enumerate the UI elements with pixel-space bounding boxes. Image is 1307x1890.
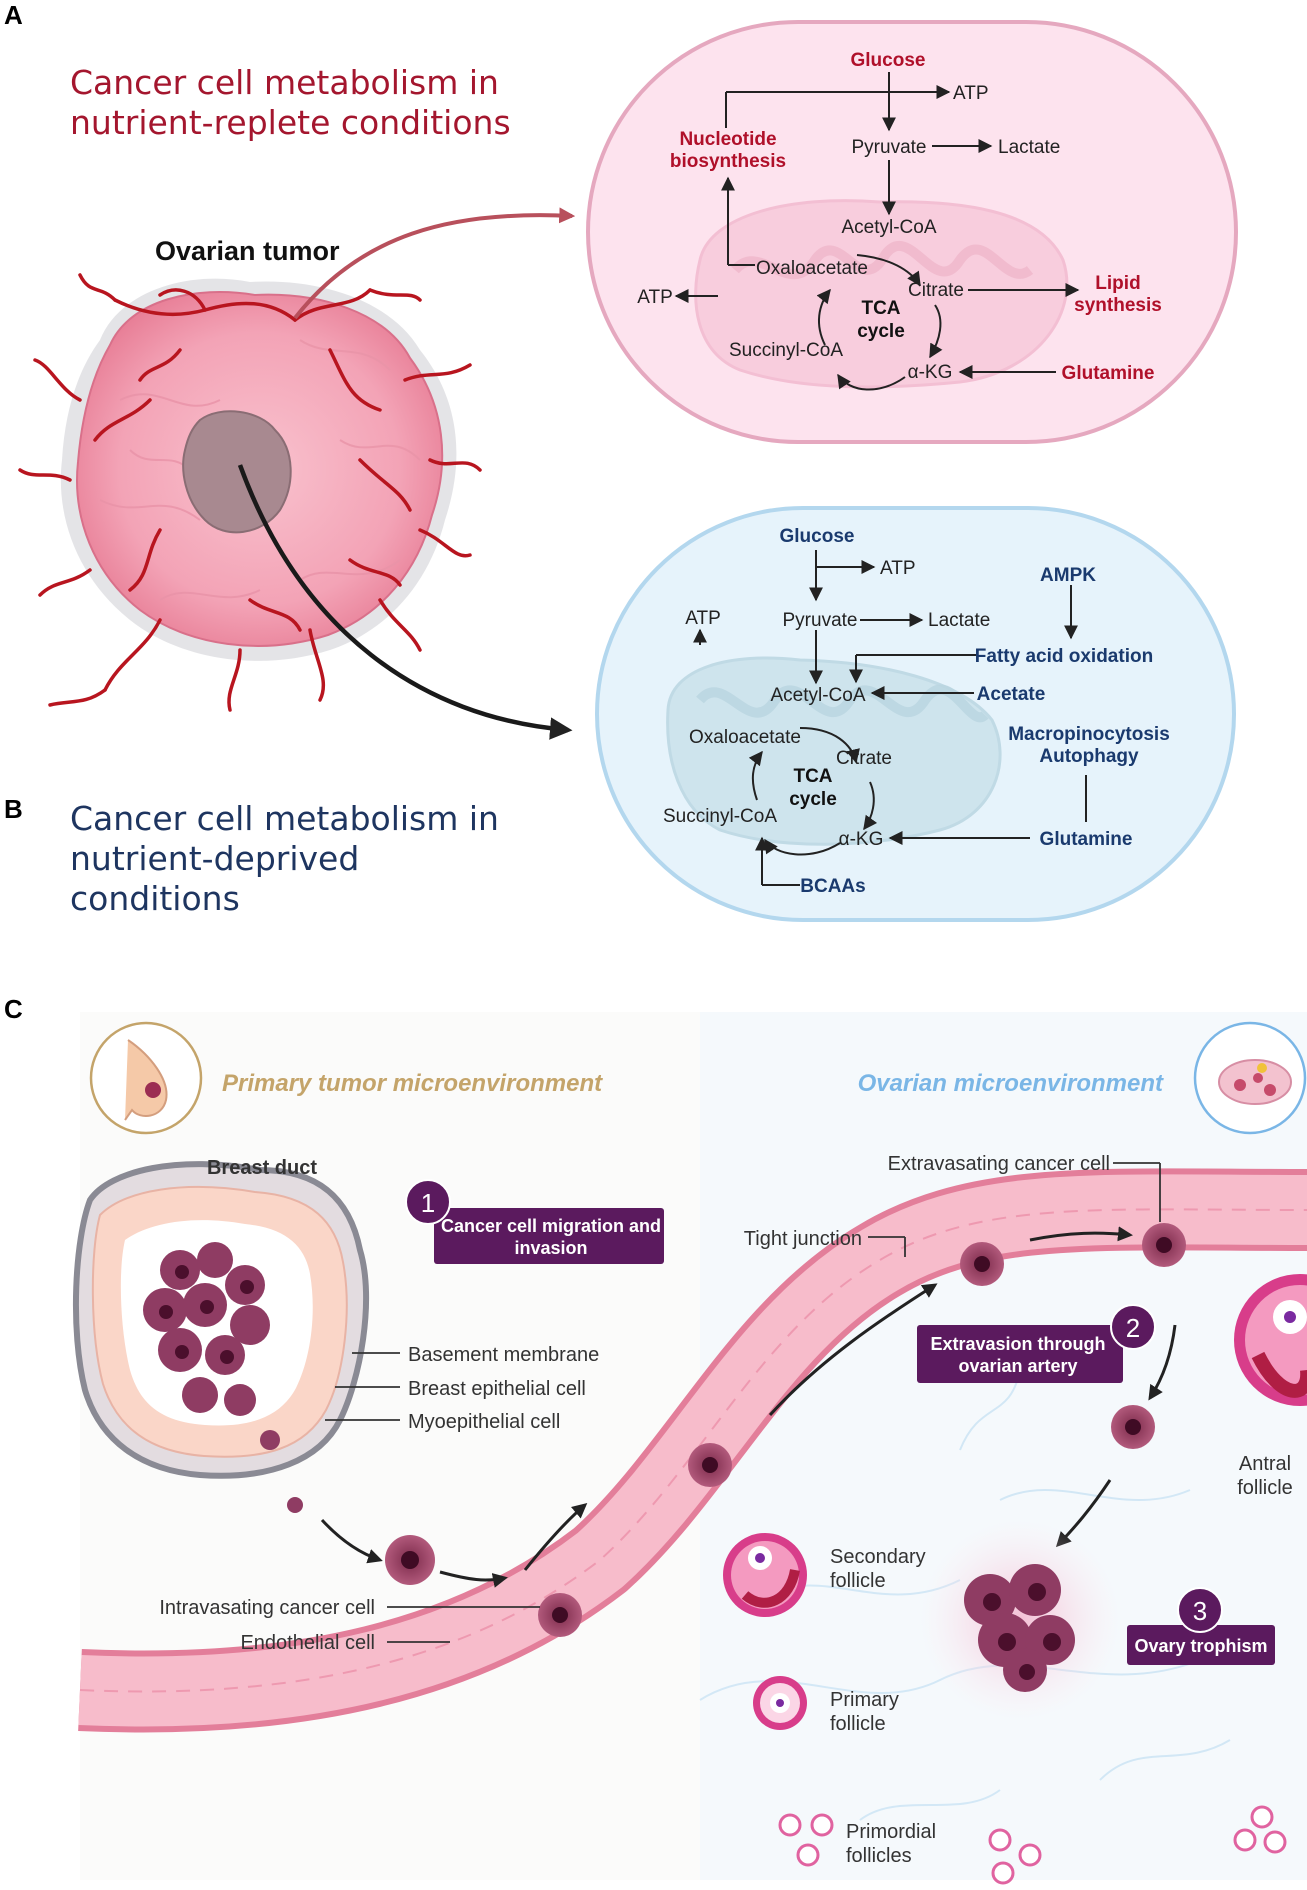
deprived-atp-top: ATP — [880, 558, 916, 579]
basement-membrane-label: Basement membrane — [408, 1344, 599, 1366]
primordial-follicles-line2: follicles — [846, 1845, 912, 1867]
replete-citrate: Citrate — [908, 280, 964, 301]
circulating-cancer-cells — [385, 1223, 1186, 1637]
primordial-follicles-line1: Primordial — [846, 1821, 936, 1843]
deprived-tca-line1: TCA — [793, 766, 832, 787]
replete-akg: α-KG — [908, 362, 953, 383]
ovarian-tumor-illustration — [18, 207, 576, 740]
panel-label-b: B — [4, 794, 23, 824]
panel-c-illustration: Primary tumor microenvironment Ovarian m… — [72, 1012, 1307, 1885]
deprived-succinyl-coa: Succinyl-CoA — [663, 806, 777, 827]
secondary-follicle — [723, 1533, 807, 1617]
panel-label-c: C — [4, 994, 23, 1024]
title-deprived-line2: nutrient-deprived — [70, 839, 359, 878]
mitochondrion-replete — [694, 199, 1069, 389]
deprived-autophagy: Autophagy — [1039, 746, 1139, 767]
step-1-number: 1 — [421, 1188, 435, 1218]
step-3-number: 3 — [1193, 1596, 1207, 1626]
step-1-line2: invasion — [514, 1238, 587, 1258]
ovarian-tumor-label: Ovarian tumor — [155, 236, 340, 266]
deprived-glutamine: Glutamine — [1040, 829, 1133, 850]
deprived-atp-left: ATP — [685, 608, 721, 629]
ovary-icon — [1193, 1021, 1307, 1135]
step-2-line1: Extravasion through — [930, 1334, 1105, 1354]
replete-atp-left: ATP — [637, 287, 673, 308]
deprived-acetate: Acetate — [977, 684, 1046, 705]
replete-glutamine: Glutamine — [1062, 363, 1155, 384]
step-badge-1: 1 Cancer cell migration and invasion — [405, 1179, 664, 1264]
replete-cell: Glucose ATP Nucleotide biosynthesis Pyru… — [586, 20, 1238, 444]
breast-icon — [89, 1021, 203, 1135]
step-2-number: 2 — [1126, 1313, 1140, 1343]
deprived-bcaas: BCAAs — [800, 876, 865, 897]
replete-lactate: Lactate — [998, 137, 1060, 158]
step-badge-2: 2 Extravasion through ovarian artery — [917, 1304, 1156, 1383]
secondary-follicle-line1: Secondary — [830, 1546, 926, 1568]
title-replete-line2: nutrient-replete conditions — [70, 103, 511, 142]
title-deprived-line1: Cancer cell metabolism in — [70, 799, 499, 838]
replete-atp-top: ATP — [953, 83, 989, 104]
deprived-tca-line2: cycle — [789, 789, 837, 810]
replete-acetyl-coa: Acetyl-CoA — [841, 217, 936, 238]
intravasating-label: Intravasating cancer cell — [159, 1597, 375, 1619]
deprived-pyruvate: Pyruvate — [783, 610, 858, 631]
step-1-line1: Cancer cell migration and — [441, 1216, 661, 1236]
primary-follicle — [753, 1676, 807, 1730]
deprived-oxaloacetate: Oxaloacetate — [689, 727, 801, 748]
deprived-glucose: Glucose — [780, 526, 855, 547]
mitochondrion-deprived — [666, 656, 1002, 846]
replete-pyruvate: Pyruvate — [852, 137, 927, 158]
deprived-lactate: Lactate — [928, 610, 990, 631]
step-badge-3: 3 Ovary trophism — [1127, 1587, 1275, 1665]
deprived-acetyl-coa: Acetyl-CoA — [770, 685, 865, 706]
title-deprived-line3: conditions — [70, 879, 240, 918]
deprived-ampk: AMPK — [1040, 565, 1096, 586]
breast-duct-illustration — [72, 1161, 370, 1513]
deprived-macropinocytosis: Macropinocytosis — [1008, 724, 1170, 745]
step-3-line1: Ovary trophism — [1134, 1636, 1267, 1656]
tight-junction-label: Tight junction — [744, 1228, 862, 1250]
replete-nucleotide-line1: Nucleotide — [679, 129, 776, 150]
replete-oxaloacetate: Oxaloacetate — [756, 258, 868, 279]
panel-label-a: A — [4, 0, 23, 30]
deprived-cell: Glucose ATP AMPK ATP Pyruvate Lactate Fa… — [595, 506, 1236, 922]
replete-tca-line2: cycle — [857, 321, 905, 342]
breast-epithelial-label: Breast epithelial cell — [408, 1378, 586, 1400]
deprived-akg: α-KG — [839, 829, 884, 850]
antral-follicle-line1: Antral — [1239, 1453, 1291, 1475]
endothelial-label: Endothelial cell — [240, 1632, 375, 1654]
primary-tumor-env-label: Primary tumor microenvironment — [222, 1070, 603, 1097]
antral-follicle-line2: follicle — [1237, 1477, 1293, 1499]
replete-glucose: Glucose — [851, 50, 926, 71]
replete-tca-line1: TCA — [861, 298, 900, 319]
primordial-follicles — [778, 1805, 1287, 1885]
primary-follicle-line1: Primary — [830, 1689, 899, 1711]
ovarian-env-label: Ovarian microenvironment — [858, 1070, 1164, 1097]
extravasating-label: Extravasating cancer cell — [888, 1153, 1110, 1175]
deprived-citrate: Citrate — [836, 748, 892, 769]
primary-follicle-line2: follicle — [830, 1713, 886, 1735]
breast-duct-label: Breast duct — [207, 1157, 317, 1179]
replete-succinyl-coa: Succinyl-CoA — [729, 340, 843, 361]
step-2-line2: ovarian artery — [958, 1356, 1077, 1376]
title-replete-line1: Cancer cell metabolism in — [70, 63, 499, 102]
replete-lipid-line2: synthesis — [1074, 295, 1162, 316]
myoepithelial-label: Myoepithelial cell — [408, 1411, 560, 1433]
secondary-follicle-line2: follicle — [830, 1570, 886, 1592]
deprived-fatty-acid-oxidation: Fatty acid oxidation — [975, 646, 1153, 667]
replete-nucleotide-line2: biosynthesis — [670, 151, 786, 172]
replete-lipid-line1: Lipid — [1095, 273, 1140, 294]
